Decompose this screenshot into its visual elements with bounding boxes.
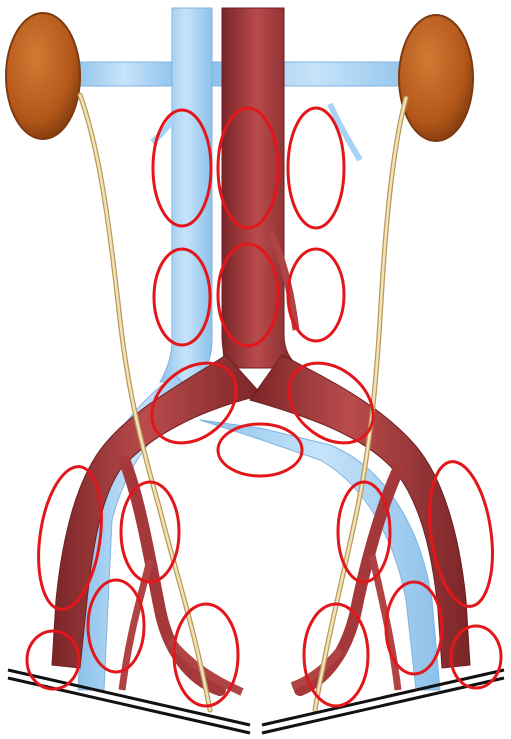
right-internal-iliac-artery xyxy=(125,462,220,690)
marker-lower-left-paraaortic[interactable] xyxy=(288,249,344,341)
left-gonadal-vein xyxy=(330,104,360,160)
left-internal-iliac-artery xyxy=(300,470,398,690)
baseline-right-1 xyxy=(262,670,504,725)
left-kidney xyxy=(399,15,473,141)
right-gonadal-vein xyxy=(152,116,174,142)
right-kidney xyxy=(6,13,80,139)
left-renal-vein xyxy=(70,62,178,86)
marker-upper-left-paraaortic[interactable] xyxy=(288,108,344,228)
